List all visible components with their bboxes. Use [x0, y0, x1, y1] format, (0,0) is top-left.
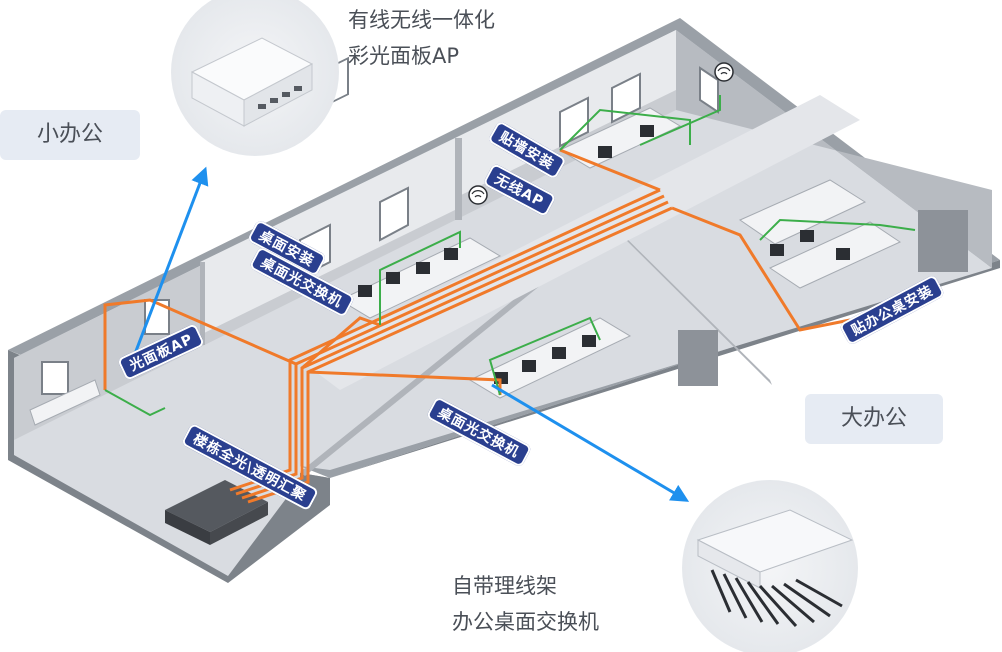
panel-ap-caption: 有线无线一体化 彩光面板AP	[348, 2, 495, 74]
switch-caption-line1: 自带理线架	[452, 574, 557, 598]
panel-ap-caption-line1: 有线无线一体化	[348, 8, 495, 32]
arrow-to-desktop-switch	[491, 383, 690, 502]
wireless-ap-icon	[468, 62, 734, 205]
panel-ap-caption-line2: 彩光面板AP	[348, 44, 460, 68]
panel-ap-product-image	[171, 0, 339, 156]
large-office-label: 大办公	[805, 394, 943, 444]
monitors	[358, 125, 850, 384]
switch-caption-line2: 办公桌面交换机	[452, 610, 599, 634]
desktop-switch-product-image	[682, 480, 858, 652]
small-office-label: 小办公	[0, 110, 140, 160]
copiers	[678, 210, 968, 386]
switch-caption: 自带理线架 办公桌面交换机	[452, 568, 599, 640]
arrow-to-panel-ap	[126, 166, 209, 373]
ethernet-cabling	[104, 95, 916, 417]
